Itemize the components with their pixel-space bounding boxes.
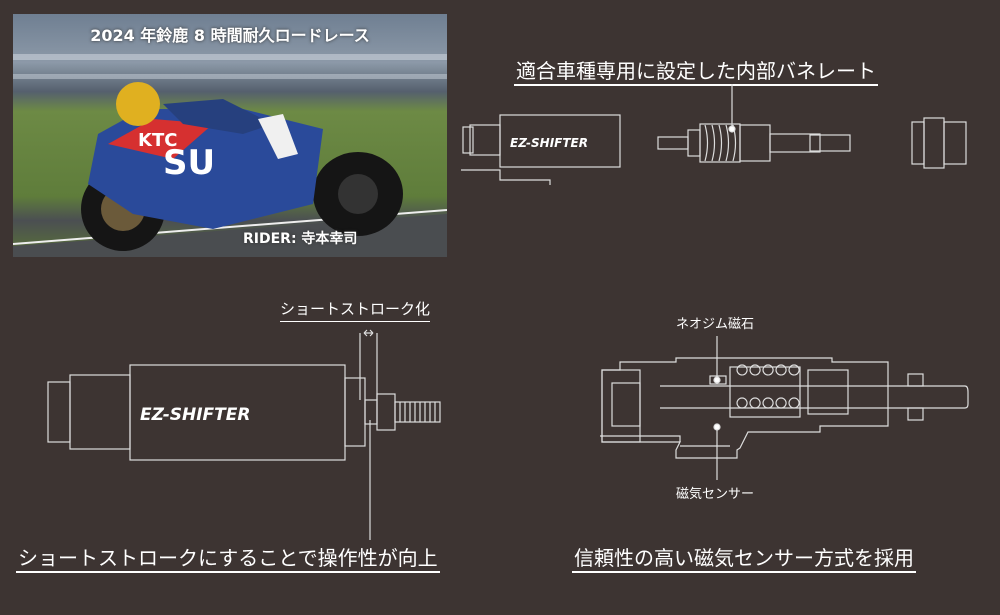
magnetic-sensor-label: 磁気センサー bbox=[676, 487, 755, 502]
svg-text:SU: SU bbox=[163, 143, 215, 183]
magnetic-sensor-caption: 信頼性の高い磁気センサー方式を採用 bbox=[572, 545, 916, 573]
rider-label: RIDER: 寺本幸司 bbox=[243, 231, 358, 247]
ez-shifter-logo-top: EZ-SHIFTER bbox=[510, 136, 588, 150]
neodymium-magnet-label: ネオジム磁石 bbox=[676, 317, 755, 332]
photo-title: 2024 年鈴鹿 8 時間耐久ロードレース bbox=[90, 26, 370, 45]
end-cap-drawing bbox=[911, 117, 967, 169]
short-stroke-caption: ショートストロークにすることで操作性が向上 bbox=[16, 545, 440, 573]
svg-text:KTC: KTC bbox=[138, 130, 177, 151]
spring-shaft-drawing bbox=[657, 84, 851, 163]
motorcycle-illustration: SU KTC bbox=[13, 54, 447, 257]
spring-rate-caption: 適合車種専用に設定した内部バネレート bbox=[514, 58, 878, 86]
short-stroke-shifter-drawing bbox=[47, 329, 441, 540]
short-stroke-label: ショートストローク化 bbox=[280, 298, 431, 322]
shifter-body-drawing bbox=[461, 114, 621, 185]
cross-section-drawing bbox=[600, 336, 969, 480]
race-photo: SU KTC 2024 年鈴鹿 8 時間耐久ロードレース RIDER: 寺本幸司 bbox=[13, 14, 447, 257]
ez-shifter-logo-bottom: EZ-SHIFTER bbox=[140, 405, 250, 425]
